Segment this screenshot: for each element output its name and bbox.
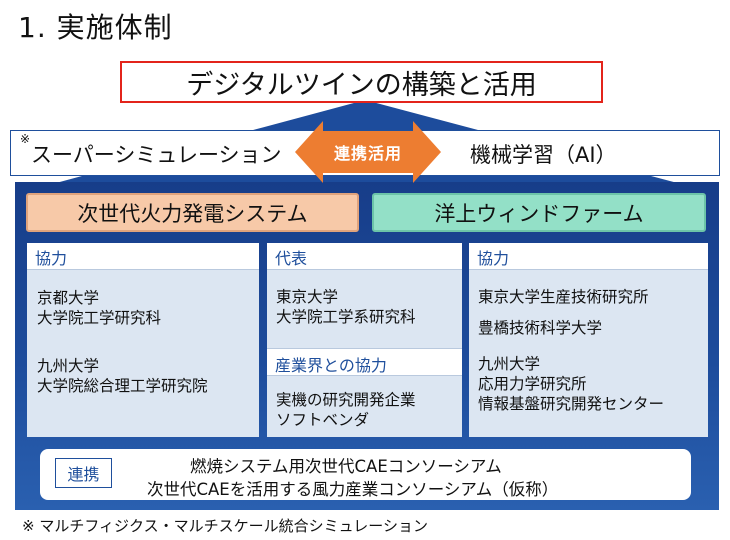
panel-header: 代表 [267,243,462,270]
arrow-label: 連携活用 [333,144,402,163]
org-kyushu: 九州大学 大学院総合理工学研究院 [37,356,208,396]
org-line: 実機の研究開発企業 [276,391,416,409]
org-line: 東京大学生産技術研究所 [478,288,649,306]
org-line: 応用力学研究所 [478,375,587,393]
consortium-wind: 次世代CAEを活用する風力産業コンソーシアム（仮称） [147,480,559,499]
org-kyoto: 京都大学 大学院工学研究科 [37,288,161,328]
org-line: 大学院工学研究科 [37,309,162,327]
industry-cooperation-header: 産業界との協力 [267,348,462,376]
project-offshore-wind: 洋上ウィンドファーム [372,193,706,232]
panel-header: 協力 [469,243,708,270]
org-tokyo: 東京大学 大学院工学系研究科 [276,287,416,327]
double-arrow-icon [295,121,441,183]
super-simulation-label: スーパーシミュレーション [31,143,282,167]
org-line: 九州大学 [478,355,541,373]
page-heading: 1. 実施体制 [18,11,173,44]
panel-representative: 代表 東京大学 大学院工学系研究科 産業界との協力 実機の研究開発企業 ソフトベ… [267,243,462,437]
industry-partners: 実機の研究開発企業 ソフトベンダ [276,390,416,430]
org-tokyo-iis: 東京大学生産技術研究所 [478,287,649,307]
org-line: ソフトベンダ [276,411,370,429]
consortium-combustion: 燃焼システム用次世代CAEコンソーシアム [190,457,502,476]
collaboration-tag: 連携 [55,458,112,488]
org-line: 大学院総合理工学研究院 [37,377,208,395]
org-line: 京都大学 [37,289,100,307]
org-line: 大学院工学系研究科 [276,308,416,326]
machine-learning-label: 機械学習（AI） [470,143,617,167]
panel-cooperation-left: 協力 京都大学 大学院工学研究科 九州大学 大学院総合理工学研究院 [27,243,259,437]
project-thermal-power-label: 次世代火力発電システム [77,201,308,226]
project-thermal-power: 次世代火力発電システム [26,193,359,232]
org-line: 情報基盤研究開発センター [478,395,665,413]
note-mark: ※ [20,132,31,146]
org-line: 九州大学 [37,357,100,375]
org-toyohashi: 豊橋技術科学大学 [478,318,602,338]
project-offshore-wind-label: 洋上ウィンドファーム [434,201,644,226]
collaboration-bar [40,449,691,500]
org-kyushu-riam: 九州大学 応用力学研究所 情報基盤研究開発センター [478,354,664,414]
title-box: デジタルツインの構築と活用 [120,61,603,103]
panel-header: 協力 [27,243,259,270]
footnote: ※ マルチフィジクス・マルチスケール統合シミュレーション [22,517,428,535]
org-line: 東京大学 [276,288,339,306]
panel-cooperation-right: 協力 東京大学生産技術研究所 豊橋技術科学大学 九州大学 応用力学研究所 情報基… [469,243,708,437]
title-text: デジタルツインの構築と活用 [186,69,537,101]
org-line: 豊橋技術科学大学 [478,319,603,337]
